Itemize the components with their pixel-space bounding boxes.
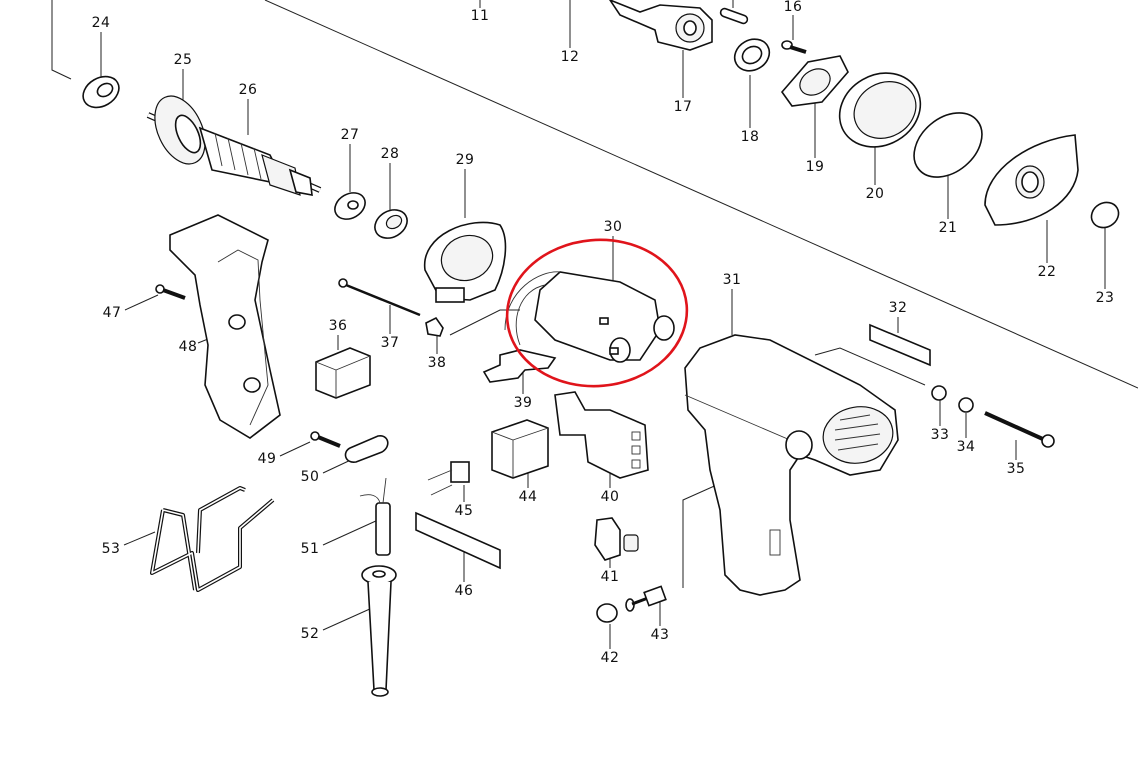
part-41-reversing-switch	[594, 517, 639, 561]
part-label-51: 51	[300, 541, 320, 557]
part-label-23: 23	[1095, 290, 1115, 306]
part-label-25: 25	[173, 52, 193, 68]
part-26-armature	[146, 95, 322, 196]
part-label-49: 49	[257, 451, 277, 467]
part-label-17: 17	[673, 99, 693, 115]
part-18-washer	[733, 38, 771, 72]
part-51-rod	[359, 477, 391, 556]
part-label-35: 35	[1006, 461, 1026, 477]
part-37-bolt	[338, 278, 421, 317]
part-label-50: 50	[300, 469, 320, 485]
part-label-44: 44	[518, 489, 538, 505]
part-label-33: 33	[930, 427, 950, 443]
part-label-34: 34	[956, 439, 976, 455]
part-label-52: 52	[300, 626, 320, 642]
part-label-21: 21	[938, 220, 958, 236]
part-32-label	[869, 323, 931, 367]
part-24-bearing	[82, 75, 120, 109]
part-label-32: 32	[888, 300, 908, 316]
part-40-switch	[554, 391, 649, 479]
part-label-31: 31	[722, 272, 742, 288]
part-43-carbon-brush	[625, 585, 667, 612]
part-label-43: 43	[650, 627, 670, 643]
part-16-screw	[781, 40, 807, 54]
part-21-o-ring	[913, 112, 983, 178]
part-47-screw	[155, 284, 186, 300]
part-22-gear-housing-cover	[984, 134, 1079, 226]
part-label-53: 53	[101, 541, 121, 557]
part-17-gear-housing	[609, 0, 749, 51]
part-label-19: 19	[805, 159, 825, 175]
part-label-47: 47	[102, 305, 122, 321]
part-44-capacitor	[491, 419, 549, 479]
part-31-motor-housing	[684, 334, 899, 596]
part-label-41: 41	[600, 569, 620, 585]
part-label-11: 11	[470, 8, 490, 24]
part-label-48: 48	[178, 339, 198, 355]
part-30-field-stator	[504, 271, 675, 363]
part-45-noise-suppressor	[427, 461, 470, 496]
highlight-circle-part-30	[505, 238, 689, 388]
part-label-28: 28	[380, 146, 400, 162]
part-label-36: 36	[328, 318, 348, 334]
part-35-screw	[984, 411, 1055, 448]
part-label-42: 42	[600, 650, 620, 666]
part-label-40: 40	[600, 489, 620, 505]
part-label-18: 18	[740, 129, 760, 145]
part-label-22: 22	[1037, 264, 1057, 280]
part-label-45: 45	[454, 503, 474, 519]
part-28-bearing	[374, 209, 408, 239]
part-label-37: 37	[380, 335, 400, 351]
part-52-side-grip	[361, 565, 397, 697]
part-label-29: 29	[455, 152, 475, 168]
part-19-bearing-plate	[780, 55, 849, 107]
part-49-screw	[310, 431, 341, 448]
part-48-handle-cover	[169, 214, 281, 439]
part-46-label	[415, 511, 501, 570]
part-20-ring	[838, 72, 922, 148]
part-34-spacer	[958, 397, 974, 413]
part-23-o-ring	[1090, 201, 1120, 229]
part-label-12: 12	[560, 49, 580, 65]
part-label-26: 26	[238, 82, 258, 98]
part-27-bearing	[334, 192, 366, 220]
part-label-24: 24	[91, 15, 111, 31]
part-label-30: 30	[603, 219, 623, 235]
part-label-27: 27	[340, 127, 360, 143]
part-42-brush-cap	[596, 603, 618, 623]
part-36-block	[315, 347, 371, 399]
part-label-46: 46	[454, 583, 474, 599]
part-label-38: 38	[427, 355, 447, 371]
part-39-terminal	[482, 349, 557, 383]
part-29-baffle	[424, 221, 507, 303]
part-label-20: 20	[865, 186, 885, 202]
part-38-clip	[425, 316, 444, 337]
part-label-39: 39	[513, 395, 533, 411]
part-label-16: 16	[783, 0, 803, 15]
part-50-stopper	[344, 435, 389, 463]
part-33-spacer	[931, 385, 947, 401]
